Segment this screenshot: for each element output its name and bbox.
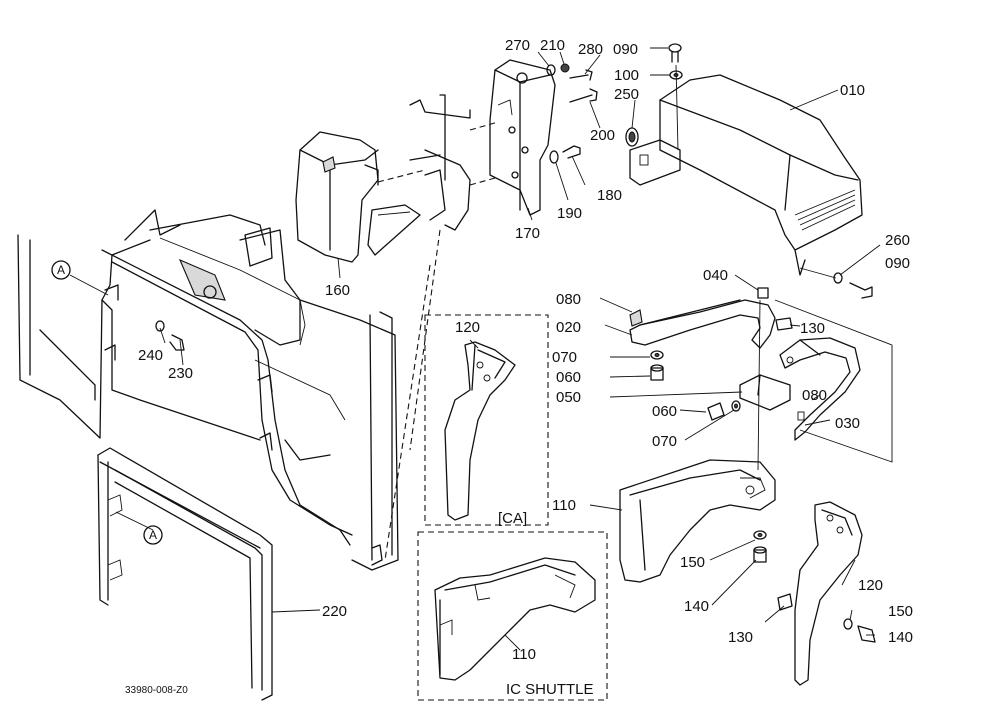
dashboard-frame <box>17 209 399 571</box>
hardware-upper <box>546 63 639 164</box>
cover-010 <box>629 74 863 276</box>
label-080-top: 080 <box>556 291 581 308</box>
ref-marker-a-lower: A <box>143 525 163 545</box>
label-200: 200 <box>590 127 615 144</box>
label-180: 180 <box>597 187 622 204</box>
label-variant-shuttle: IC SHUTTLE <box>506 681 594 698</box>
label-140-mid: 140 <box>684 598 709 615</box>
mounting-plate-170 <box>469 59 556 216</box>
group-outline <box>774 299 893 463</box>
ref-marker-text: A <box>57 263 65 277</box>
label-250: 250 <box>614 86 639 103</box>
label-150-right: 150 <box>888 603 913 620</box>
label-110-shuttle: 110 <box>512 646 536 663</box>
ref-marker-text: A <box>149 528 157 542</box>
cover-110 <box>619 459 776 583</box>
label-040: 040 <box>703 267 728 284</box>
lever-cover-160 <box>295 131 421 263</box>
label-090-right: 090 <box>885 255 910 272</box>
label-110-right: 110 <box>552 497 576 514</box>
label-080-right: 080 <box>802 387 827 404</box>
label-030: 030 <box>835 415 860 432</box>
label-100: 100 <box>614 67 639 84</box>
label-010: 010 <box>840 82 865 99</box>
label-260: 260 <box>885 232 910 249</box>
label-090-top: 090 <box>613 41 638 58</box>
label-160: 160 <box>325 282 350 299</box>
label-270: 270 <box>505 37 530 54</box>
label-120-ca: 120 <box>455 319 480 336</box>
hardware-060-070 <box>650 350 741 421</box>
label-130-top: 130 <box>800 320 825 337</box>
label-240: 240 <box>138 347 163 364</box>
label-020: 020 <box>556 319 581 336</box>
label-variant-ca: [CA] <box>498 510 527 527</box>
label-070-mid: 070 <box>652 433 677 450</box>
part-labels: 270 210 280 090 100 250 010 200 180 190 … <box>125 37 913 698</box>
label-190: 190 <box>557 205 582 222</box>
label-120-right: 120 <box>858 577 883 594</box>
label-050: 050 <box>556 389 581 406</box>
bracket-030 <box>779 337 861 441</box>
label-130-bottom: 130 <box>728 629 753 646</box>
leader-lines <box>69 47 881 651</box>
variant-box-ca <box>424 314 549 526</box>
label-230: 230 <box>168 365 193 382</box>
hardware-140-150 <box>753 530 876 643</box>
label-220: 220 <box>322 603 347 620</box>
label-150-mid: 150 <box>680 554 705 571</box>
label-140-right: 140 <box>888 629 913 646</box>
side-cover-120 <box>777 501 863 686</box>
label-060-mid: 060 <box>652 403 677 420</box>
label-060-top: 060 <box>556 369 581 386</box>
label-170: 170 <box>515 225 540 242</box>
hardware-230-240 <box>155 320 185 351</box>
label-210: 210 <box>540 37 565 54</box>
variant-box-shuttle <box>417 531 608 701</box>
hardware-090-100 <box>668 43 683 151</box>
ref-marker-a-left: A <box>51 260 71 280</box>
front-panel-220 <box>97 447 273 701</box>
plate-050 <box>739 374 791 411</box>
label-070-top: 070 <box>552 349 577 366</box>
label-280: 280 <box>578 41 603 58</box>
drawing-number: 33980-008-Z0 <box>125 685 188 696</box>
hardware-260-090 <box>799 267 873 299</box>
